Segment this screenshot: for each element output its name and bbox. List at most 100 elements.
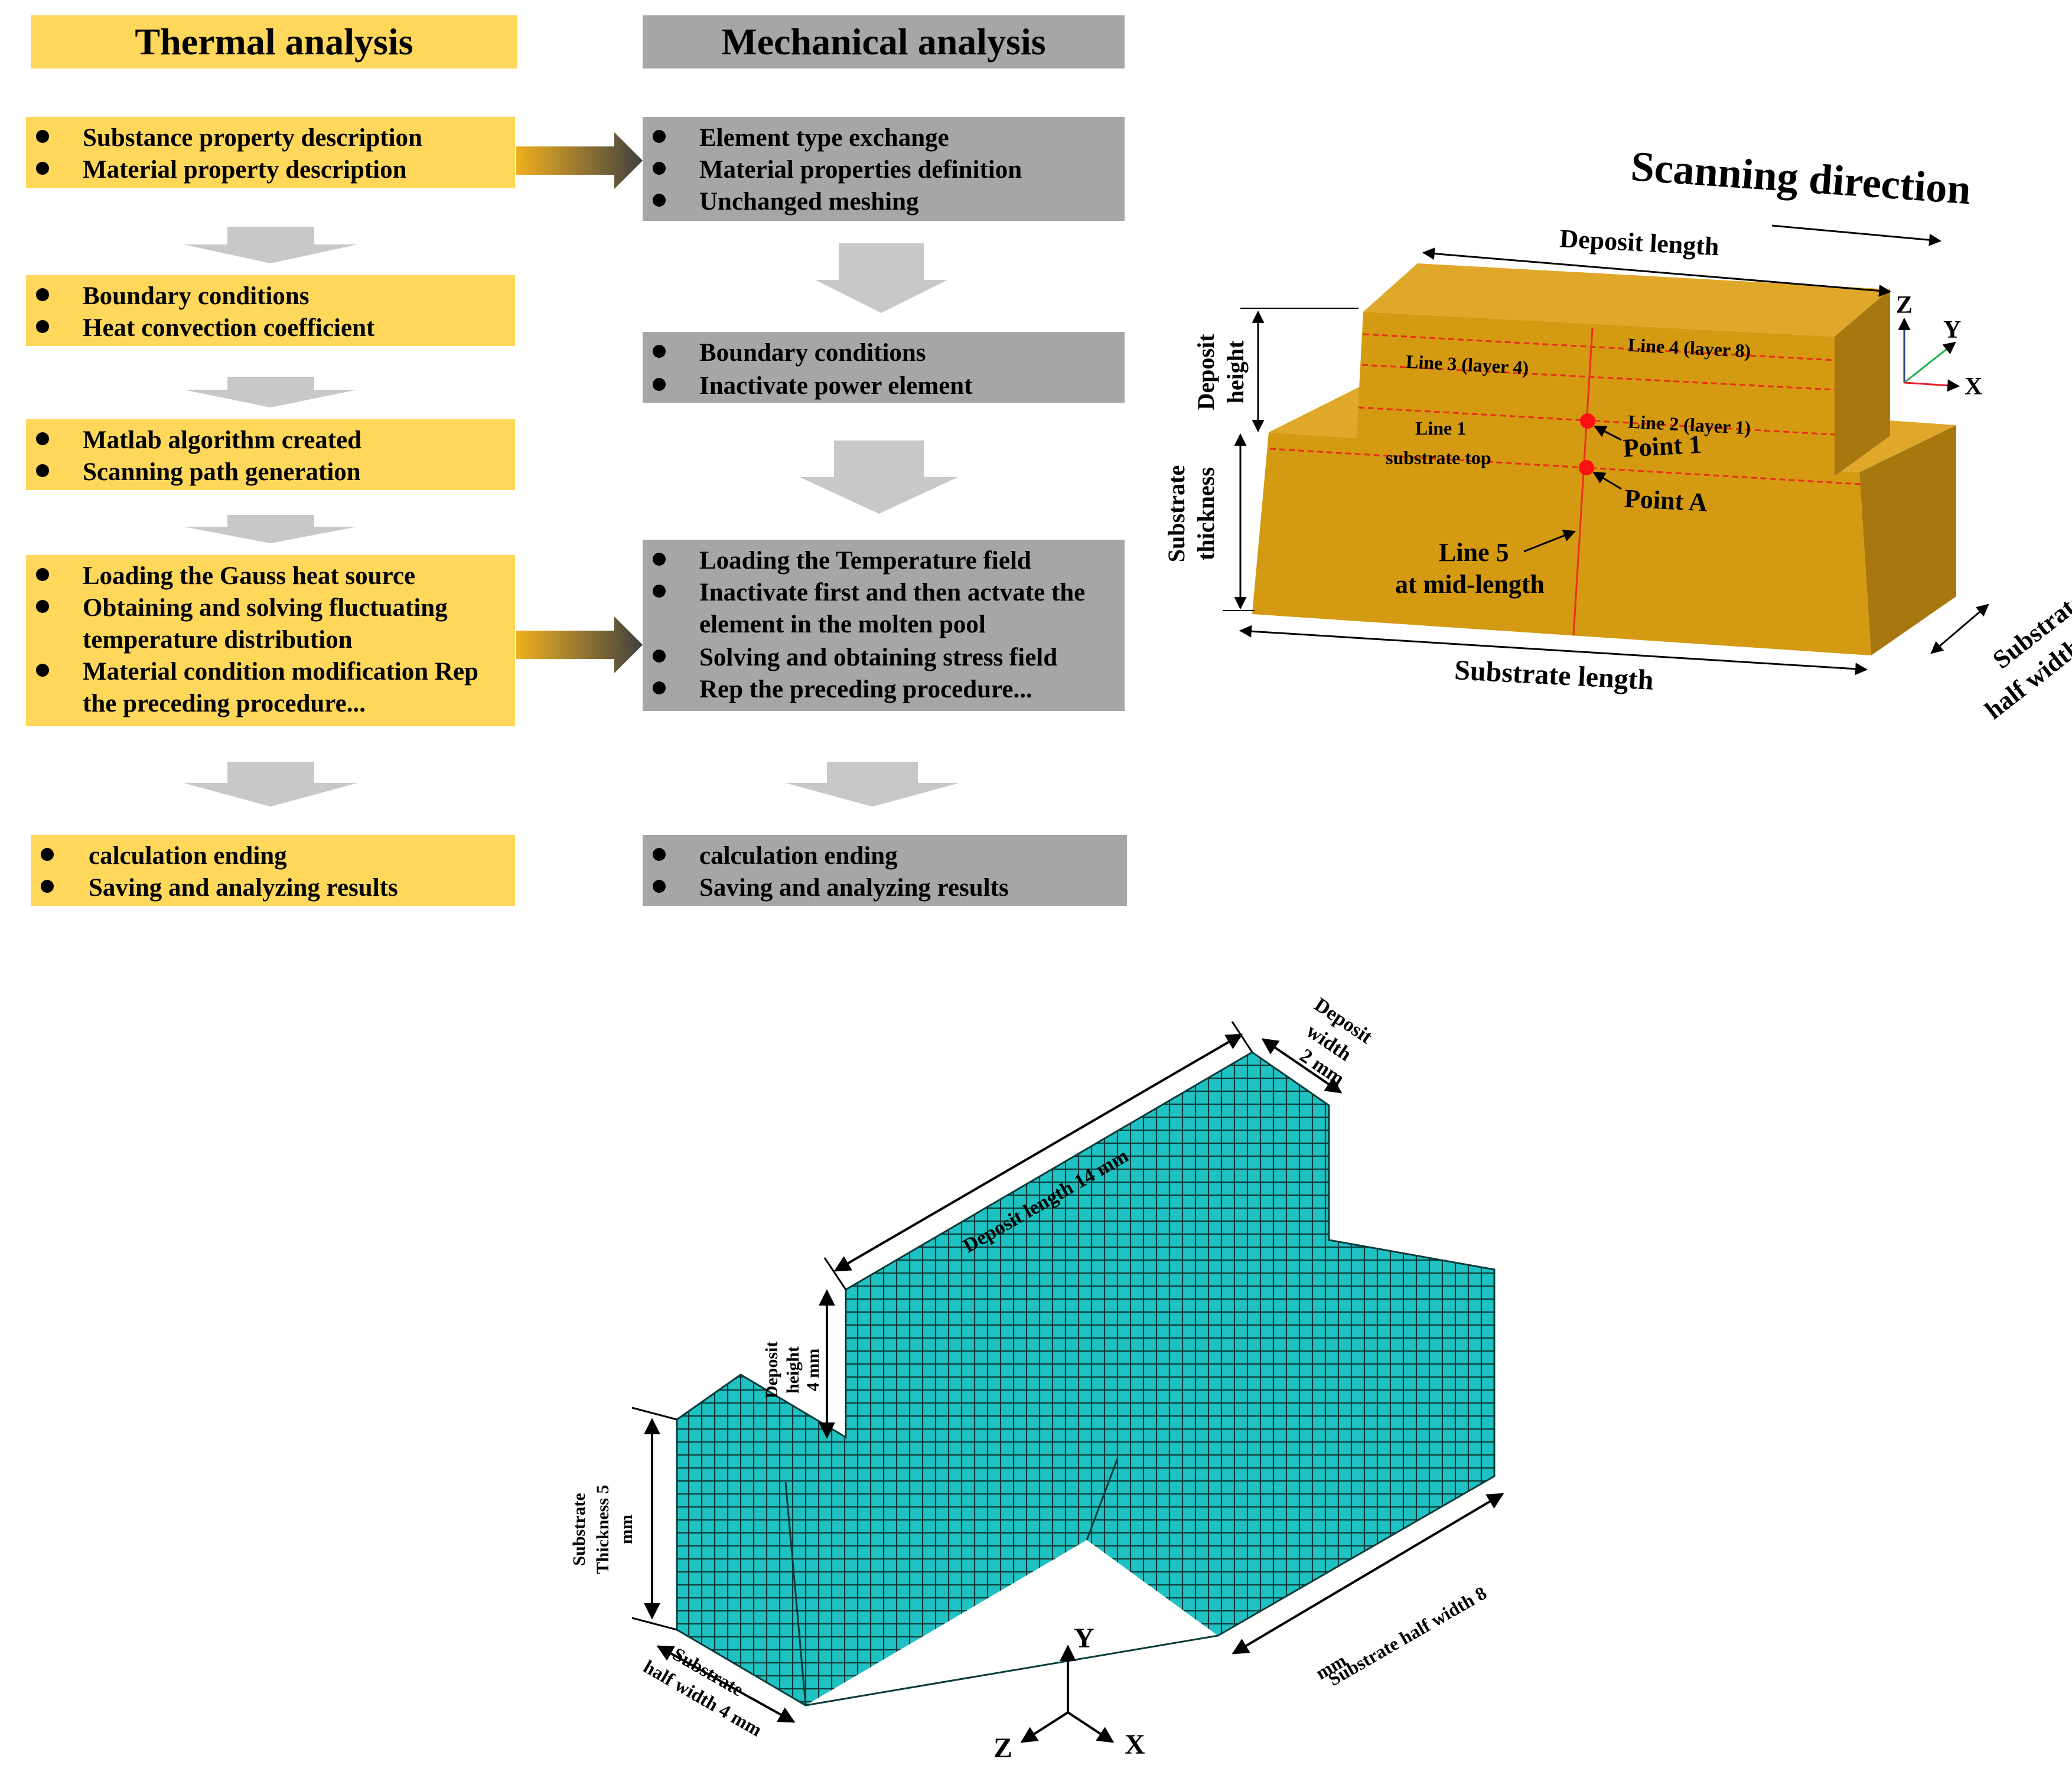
right-arrow-icon: [516, 132, 643, 189]
mechanical-box-1-line-2: Material properties definition: [699, 156, 1022, 184]
mechanical-box-4: calculation ending Saving and analyzing …: [643, 835, 1127, 906]
mechanical-box-3-line-5: Rep the preceding procedure...: [699, 676, 1032, 703]
thermal-title: Thermal analysis: [135, 21, 413, 63]
bullet: [36, 664, 49, 677]
mesh-axis-y-label: Y: [1074, 1623, 1094, 1654]
mesh-substrate-half-width-right-dimension: [1232, 1493, 1504, 1655]
thermal-box-2: Boundary conditions Heat convection coef…: [26, 275, 515, 346]
scanning-direction-arrow: [1771, 224, 1942, 246]
mesh-left-front-grid: [677, 1420, 806, 1705]
mesh-edge: [784, 1482, 807, 1706]
line-1-label-b: substrate top: [1386, 447, 1491, 468]
bullet: [36, 130, 49, 143]
thermal-box-1: Substance property description Material …: [26, 117, 515, 188]
deposit-right-face: [1835, 289, 1890, 476]
down-arrow-icon: [184, 227, 357, 263]
bullet: [653, 681, 666, 694]
bullet: [653, 130, 666, 143]
mesh-deposit-width-dimension: [1261, 1038, 1343, 1094]
mechanical-box-3-line-1: Loading the Temperature field: [699, 547, 1031, 575]
axis-y-label: Y: [1943, 317, 1961, 344]
point-1-leader: [1594, 425, 1622, 441]
mesh-substrate-thickness-label-b: Thickness 5: [593, 1485, 613, 1574]
down-arrow-icon: [815, 243, 947, 313]
flowchart: Thermal analysis Mechanical analysis Sub…: [26, 15, 1127, 906]
thermal-box-2-line-1: Boundary conditions: [83, 282, 310, 310]
thermal-box-2-line-2: Heat convection coefficient: [83, 314, 375, 342]
down-arrow-icon: [800, 441, 958, 514]
bullet: [36, 432, 49, 445]
thermal-box-5-line-1: calculation ending: [89, 842, 287, 870]
thermal-box-3: Matlab algorithm created Scanning path g…: [26, 419, 515, 490]
thermal-box-4-line-1: Loading the Gauss heat source: [83, 562, 415, 590]
mesh-deposit-length-dimension: [833, 1033, 1243, 1272]
deposit-length-label: Deposit length: [1559, 224, 1719, 261]
axis-x-line: [1904, 379, 1960, 392]
line-5-label-b: at mid-length: [1395, 570, 1545, 599]
mesh-substrate-half-width-right-label-a: Substrate half width 8: [1324, 1582, 1490, 1690]
mesh-axis-x-line: [1067, 1711, 1115, 1743]
mesh-tick: [631, 1407, 677, 1421]
thermal-box-1-line-2: Material property description: [83, 156, 407, 184]
thermal-box-4-line-2: Obtaining and solving fluctuating: [83, 594, 448, 622]
bullet: [653, 194, 666, 207]
mesh-right-front-grid: [1087, 1270, 1494, 1636]
bullet: [653, 345, 666, 358]
bullet: [36, 320, 49, 333]
point-a-leader: [1592, 471, 1622, 490]
mechanical-box-1: Element type exchange Material propertie…: [643, 117, 1125, 221]
mechanical-box-3-line-2: Inactivate first and then actvate the: [699, 579, 1085, 606]
mechanical-box-3-line-4: Solving and obtaining stress field: [699, 644, 1057, 671]
line-1-dashed: [1269, 448, 1861, 485]
mesh-tick: [1231, 1021, 1253, 1053]
mesh-center-front-grid: [786, 1437, 1118, 1705]
bullet: [653, 880, 666, 893]
down-arrow-icon: [184, 762, 357, 807]
substrate-half-width-dimension: [1930, 603, 1989, 654]
mechanical-title-box: [643, 15, 1125, 68]
axis-y-line: [1904, 341, 1956, 384]
point-a-marker: [1579, 460, 1594, 475]
thermal-box-4: Loading the Gauss heat source Obtaining …: [26, 555, 515, 726]
line-5-vertical: [1572, 328, 1594, 636]
mesh-left-top-grid: [677, 1375, 846, 1482]
mechanical-box-1-line-1: Element type exchange: [699, 124, 949, 152]
bullet: [653, 585, 666, 598]
thermal-box-4-line-5: the preceding procedure...: [83, 690, 366, 717]
mesh-diagram: Deposit length 14 mm Deposit width 2 mm …: [569, 994, 1504, 1764]
substrate-right-face: [1859, 425, 1956, 655]
down-arrow-icon: [184, 377, 357, 407]
substrate-length-label: Substrate length: [1454, 654, 1654, 696]
mechanical-box-2-line-2: Inactivate power element: [699, 372, 973, 400]
thermal-title-box: [31, 15, 517, 68]
bullet: [653, 848, 666, 861]
mechanical-box-4-line-2: Saving and analyzing results: [699, 874, 1009, 902]
thermal-box-3-line-2: Scanning path generation: [83, 458, 361, 486]
mechanical-box-3-line-3: element in the molten pool: [699, 611, 986, 638]
mesh-substrate-thickness-label-a: Substrate: [569, 1493, 589, 1565]
bullet: [653, 553, 666, 566]
deposit-height-label-a: Deposit: [1193, 334, 1219, 410]
line-1-label-a: Line 1: [1415, 417, 1466, 439]
deposit-height-label-b: height: [1222, 340, 1249, 403]
bullet: [41, 880, 54, 893]
thermal-box-4-line-3: temperature distribution: [83, 626, 353, 654]
mesh-tick: [631, 1617, 677, 1631]
thermal-box-4-line-4: Material condition modification Rep: [83, 658, 478, 686]
mechanical-box-1-line-3: Unchanged meshing: [699, 188, 919, 216]
mesh-deposit-height-label-b: height: [783, 1346, 803, 1394]
down-arrow-icon: [184, 515, 357, 543]
mesh-substrate-thickness-label-c: mm: [617, 1515, 636, 1544]
mesh-deposit-height-label-c: 4 mm: [803, 1349, 823, 1391]
line-3-dashed: [1361, 364, 1835, 391]
mesh-edge: [1086, 1458, 1119, 1541]
thermal-box-3-line-1: Matlab algorithm created: [83, 426, 361, 454]
mesh-axis-x-label: X: [1125, 1729, 1145, 1760]
thermal-box-5-line-2: Saving and analyzing results: [89, 874, 398, 902]
mechanical-box-3: Loading the Temperature field Inactivate…: [643, 540, 1125, 711]
scanning-direction-label: Scanning direction: [1629, 142, 1972, 213]
axis-z-label: Z: [1896, 292, 1913, 319]
thermal-box-1-line-1: Substance property description: [83, 124, 422, 152]
mesh-axis-z-label: Z: [993, 1732, 1012, 1764]
